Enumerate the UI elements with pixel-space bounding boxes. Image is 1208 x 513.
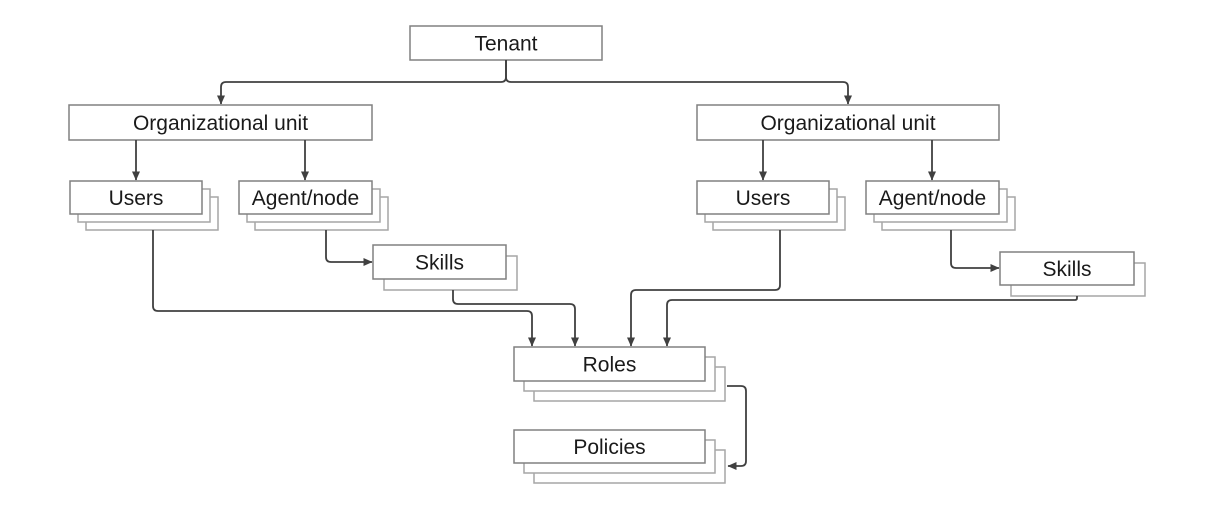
node-box xyxy=(696,104,1000,141)
node-label: Skills xyxy=(415,252,464,275)
node-label: Users xyxy=(109,187,164,210)
node-label: Roles xyxy=(583,354,637,377)
node-label: Policies xyxy=(573,436,645,459)
node-box xyxy=(513,346,706,382)
node-label: Organizational unit xyxy=(760,112,935,135)
node-label: Tenant xyxy=(474,33,537,56)
node-policies: Policies xyxy=(513,429,726,484)
node-agent-left: Agent/node xyxy=(238,180,389,231)
node-box xyxy=(513,429,706,464)
edge-agent-right-skills-right xyxy=(950,230,1000,272)
node-skills-right: Skills xyxy=(999,251,1146,297)
node-skills-left: Skills xyxy=(372,244,518,291)
edge-skills-right-roles xyxy=(663,296,1078,347)
node-box xyxy=(372,244,507,280)
node-ou-right: Organizational unit xyxy=(696,104,1000,141)
node-box xyxy=(68,104,373,141)
node-label: Skills xyxy=(1042,258,1091,281)
node-users-left: Users xyxy=(69,180,219,231)
edge-users-left-roles xyxy=(152,230,536,347)
node-label: Organizational unit xyxy=(133,112,308,135)
node-box xyxy=(696,180,830,215)
node-box xyxy=(409,25,603,61)
node-tenant: Tenant xyxy=(409,25,603,61)
node-box xyxy=(238,180,373,215)
node-label: Users xyxy=(736,187,791,210)
node-agent-right: Agent/node xyxy=(865,180,1016,231)
edge-tenant-ou-left xyxy=(217,60,507,105)
edge-users-right-roles xyxy=(627,230,781,347)
node-label: Agent/node xyxy=(252,187,359,210)
node-roles: Roles xyxy=(513,346,726,402)
edge-roles-policies xyxy=(727,385,747,470)
node-box xyxy=(865,180,1000,215)
edge-tenant-ou-right xyxy=(505,60,852,105)
node-users-right: Users xyxy=(696,180,846,231)
node-label: Agent/node xyxy=(879,187,986,210)
node-box xyxy=(69,180,203,215)
node-box xyxy=(999,251,1135,286)
node-ou-left: Organizational unit xyxy=(68,104,373,141)
edge-agent-left-skills-left xyxy=(325,230,373,266)
edge-skills-left-roles xyxy=(452,290,579,347)
